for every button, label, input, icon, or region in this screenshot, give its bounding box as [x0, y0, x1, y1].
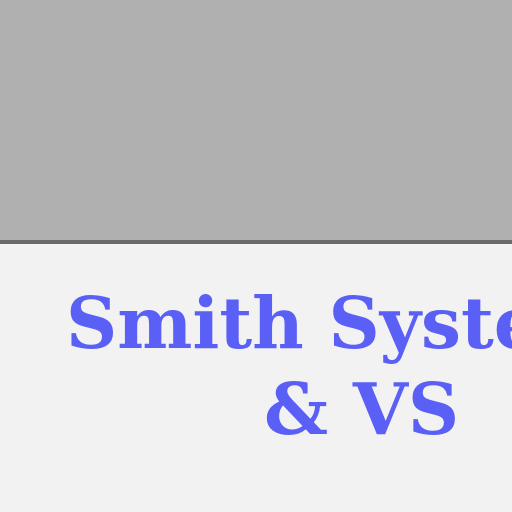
page-title-line-2: & VS: [264, 367, 460, 451]
page-title-line-1: Smith Syste: [66, 281, 512, 365]
panel-divider: [0, 240, 512, 244]
top-panel: [0, 0, 512, 240]
page-title: Smith Syste & VS: [66, 280, 512, 452]
content-area: Smith Syste & VS: [0, 244, 512, 512]
